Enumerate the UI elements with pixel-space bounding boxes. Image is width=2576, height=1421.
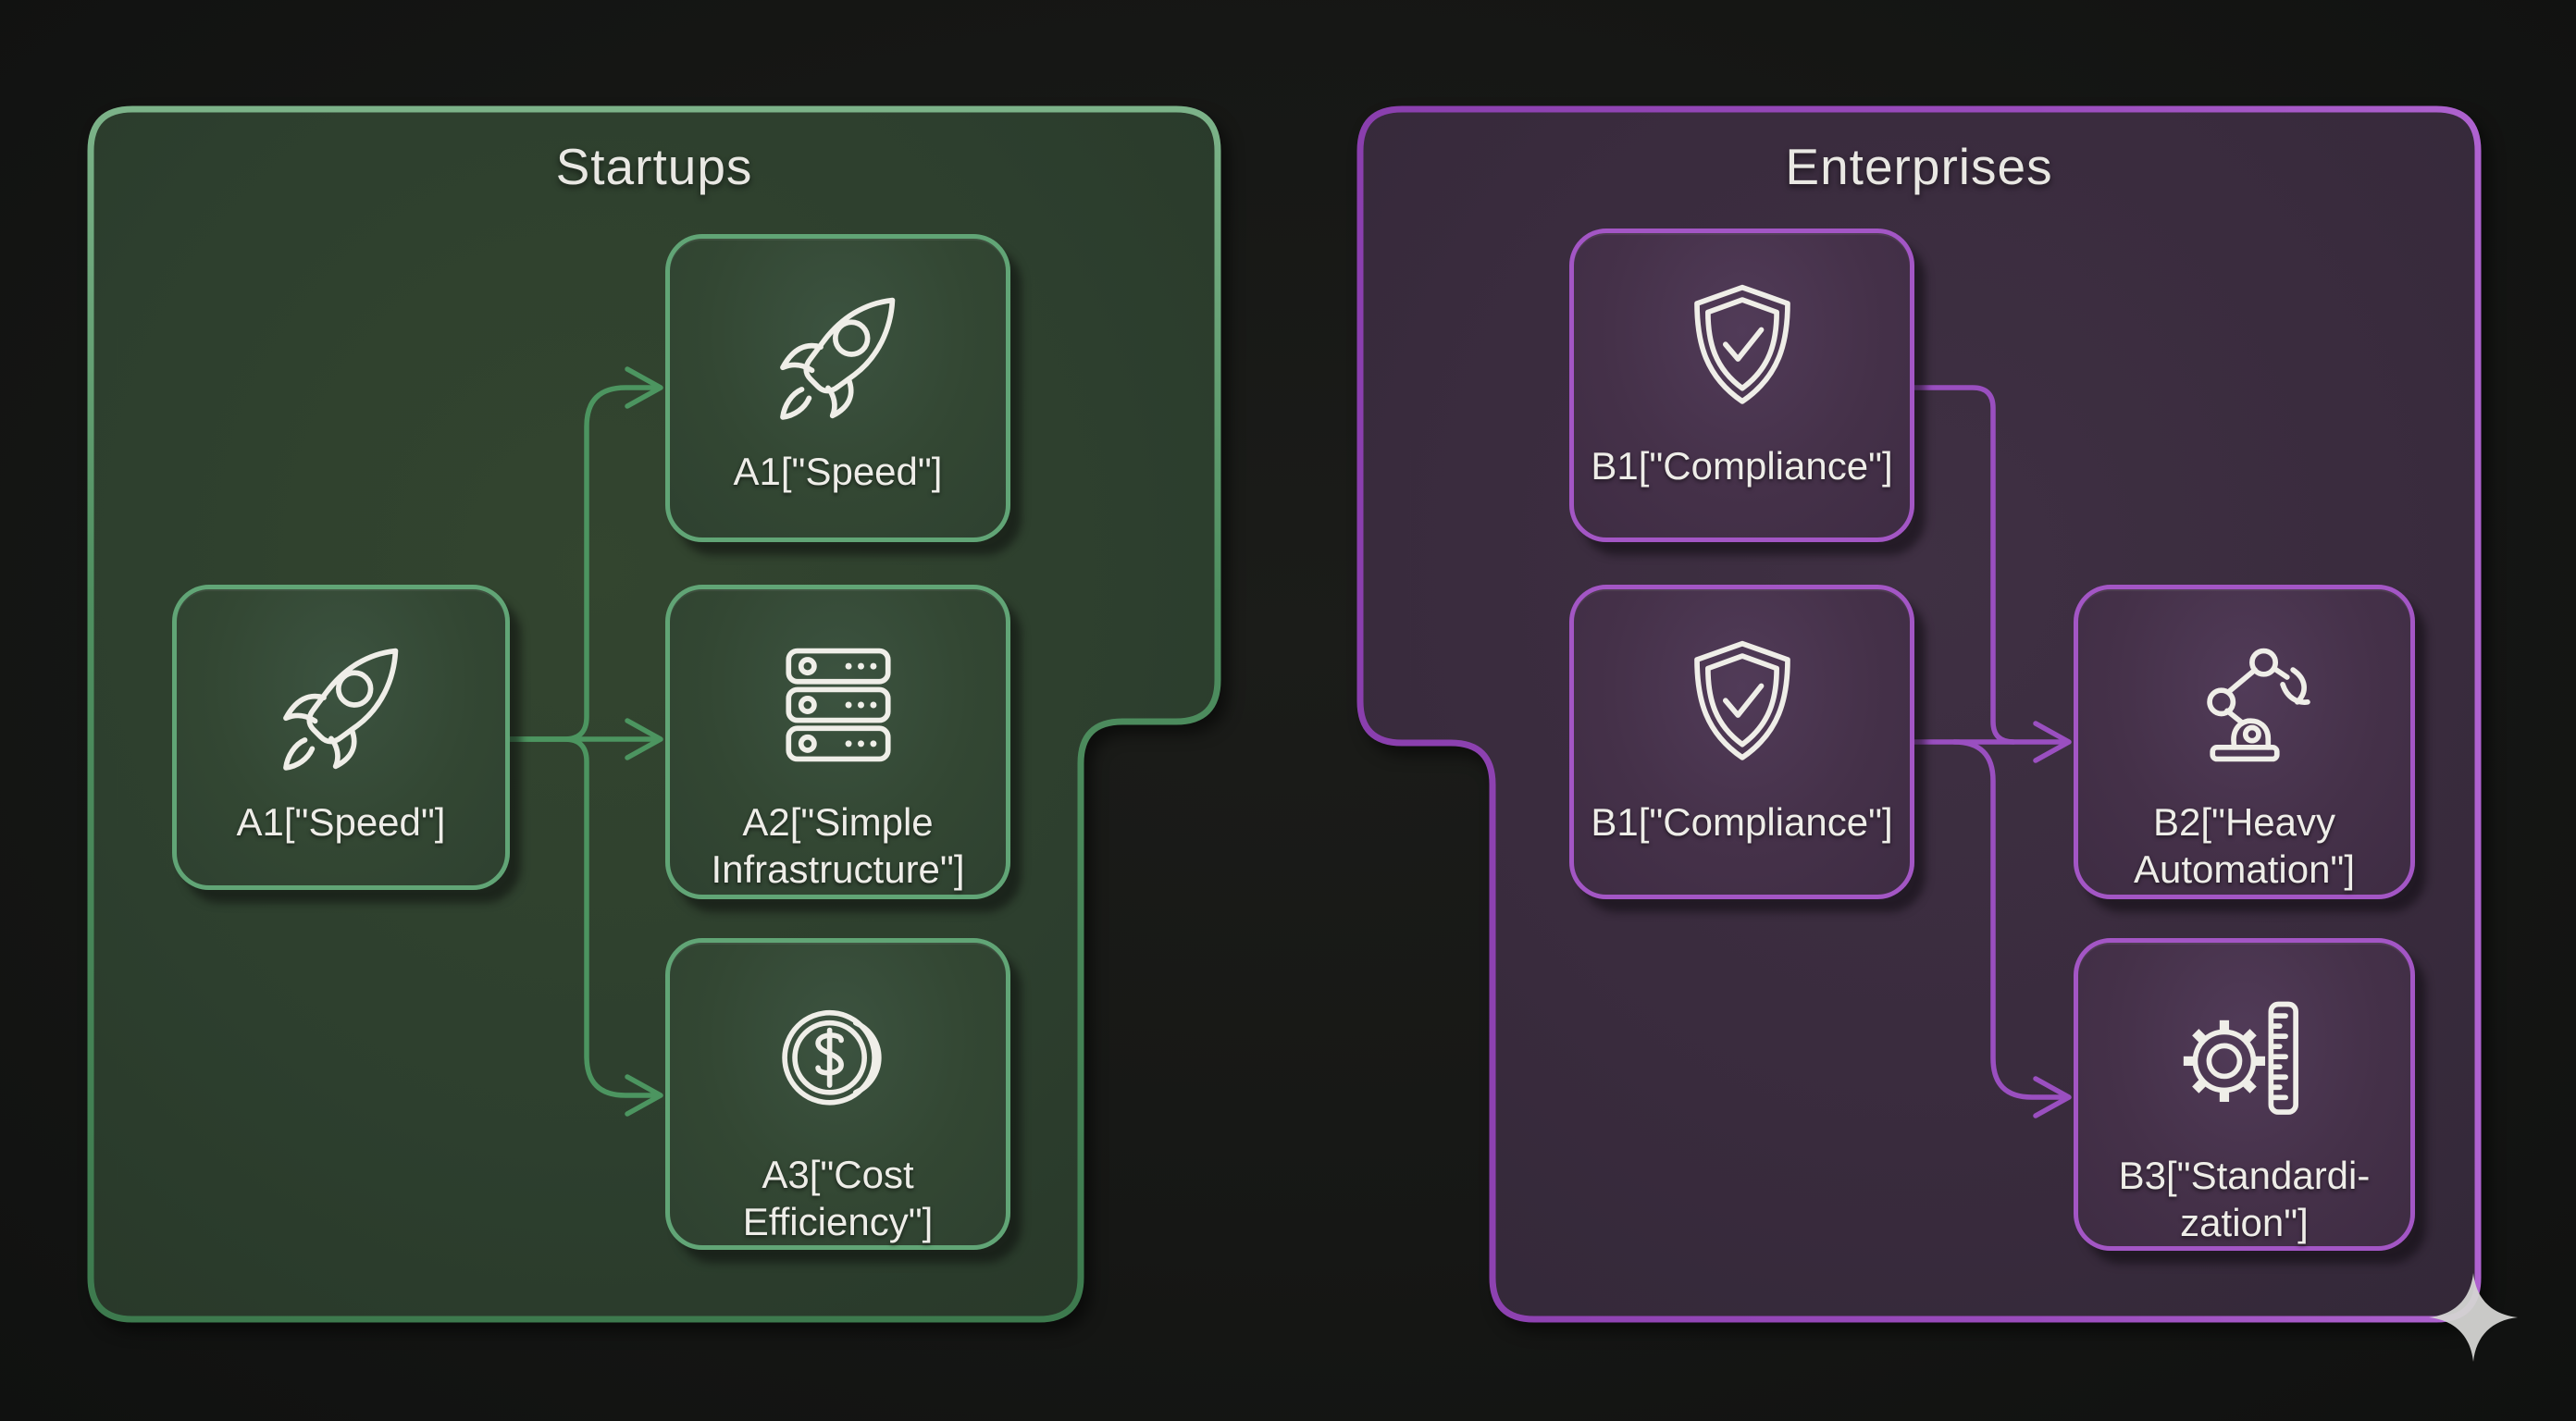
node-a2: A2["Simple Infrastructure"] — [665, 585, 1010, 899]
enterprises-edges — [1912, 385, 2072, 1118]
gear-ruler-icon — [2183, 1001, 2298, 1115]
node-label: A1["Speed"] — [236, 800, 446, 844]
arrowhead-a3 — [625, 1074, 663, 1117]
shield-check-icon — [1693, 640, 1790, 760]
startups-group-title: Startups — [555, 138, 753, 195]
node-label: B2["Heavy Automation"] — [2133, 800, 2356, 892]
arrowhead-b3 — [2033, 1076, 2072, 1118]
node-a1-left: A1["Speed"] — [172, 585, 510, 890]
arrowhead-a2 — [625, 718, 663, 760]
node-label: A1["Speed"] — [733, 450, 943, 493]
arrowhead-b2 — [2033, 721, 2072, 763]
node-b3: B3["Standardi-zation"] — [2074, 938, 2415, 1251]
sparkle-icon — [2429, 1273, 2518, 1362]
node-label: A3["Cost Efficiency"] — [742, 1152, 934, 1243]
node-label: B1["Compliance"] — [1591, 444, 1893, 488]
dollar-coin-icon — [781, 1009, 882, 1106]
node-a3: A3["Cost Efficiency"] — [665, 938, 1010, 1250]
node-label: B3["Standardi-zation"] — [2118, 1153, 2371, 1244]
startups-edges — [507, 366, 663, 1117]
edge-a1-to-a3 — [507, 736, 660, 1098]
arrowhead-a1top — [625, 366, 663, 409]
node-b2: B2["Heavy Automation"] — [2074, 585, 2415, 899]
rocket-icon — [779, 297, 895, 420]
node-b1-top: B1["Compliance"] — [1569, 229, 1914, 542]
node-label: B1["Compliance"] — [1591, 800, 1893, 844]
robot-arm-icon — [2206, 648, 2310, 762]
edge-a1-to-a1top — [507, 385, 660, 742]
node-b1-mid: B1["Compliance"] — [1569, 585, 1914, 899]
rocket-icon — [282, 648, 398, 771]
enterprises-group-title: Enterprises — [1785, 138, 2053, 195]
server-stack-icon — [785, 648, 891, 762]
node-a1-top: A1["Speed"] — [665, 234, 1010, 542]
shield-check-icon — [1693, 284, 1790, 404]
edge-b1mid-to-b3 — [1951, 739, 2068, 1100]
node-label: A2["Simple Infrastructure"] — [711, 800, 965, 892]
